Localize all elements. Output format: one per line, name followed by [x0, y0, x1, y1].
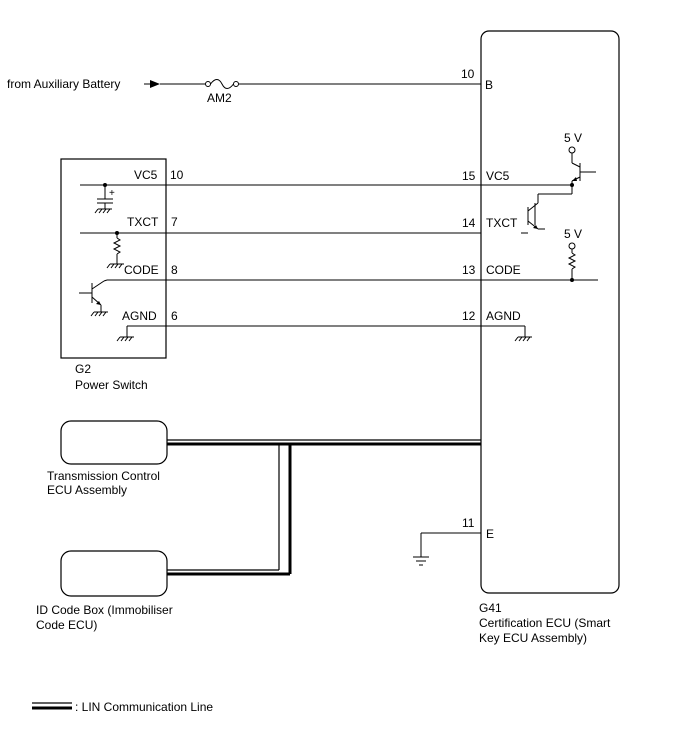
- legend-label: : LIN Communication Line: [75, 700, 213, 714]
- ground-icon: [413, 532, 481, 566]
- source-label: from Auxiliary Battery: [7, 77, 120, 91]
- power-switch-box: [60, 158, 167, 359]
- arrow-icon: [144, 80, 160, 88]
- g41-pin-11: 11: [462, 516, 475, 530]
- resistor-icon: [567, 242, 577, 282]
- g2-name: Power Switch: [75, 378, 148, 392]
- tcm-name-line1: Transmission Control: [47, 469, 160, 483]
- ground-icon: [116, 326, 134, 342]
- g41-pin-15: 15: [462, 169, 476, 183]
- g41-signal-agnd: AGND: [486, 309, 521, 323]
- fuse-icon: [205, 79, 239, 89]
- resistor-icon: [106, 231, 124, 269]
- ground-icon: [481, 325, 532, 342]
- g41-signal-txct: TXCT: [486, 216, 518, 230]
- g41-code: G41: [479, 601, 502, 615]
- g41-pin-14: 14: [462, 216, 476, 230]
- g41-signal-e: E: [486, 527, 494, 541]
- capacitor-icon: [94, 183, 113, 214]
- idbox-name-line1: ID Code Box (Immobiliser: [36, 603, 173, 617]
- g2-pin-10: 10: [170, 168, 184, 182]
- g2-signal-vc5: VC5: [134, 168, 158, 182]
- id-code-box: [60, 550, 168, 597]
- g2-signal-code: CODE: [124, 263, 159, 277]
- transmission-ecu-box: [60, 420, 168, 465]
- g41-pin-13: 13: [462, 263, 476, 277]
- g2-code: G2: [75, 362, 91, 376]
- g41-signal-vc5: VC5: [486, 169, 510, 183]
- supply-terminal-icon: [568, 146, 576, 163]
- lin-bus: [166, 439, 481, 576]
- g41-pin-12: 12: [462, 309, 476, 323]
- g2-signal-agnd: AGND: [122, 309, 157, 323]
- supply-5v-label-2: 5 V: [564, 227, 582, 241]
- g2-signal-txct: TXCT: [127, 215, 159, 229]
- supply-5v-label-1: 5 V: [564, 131, 582, 145]
- g41-signal-b: B: [485, 78, 493, 92]
- transistor-icon: [481, 162, 596, 187]
- g41-signal-code: CODE: [486, 263, 521, 277]
- tcm-name-line2: ECU Assembly: [47, 483, 127, 497]
- fuse-label: AM2: [207, 91, 232, 105]
- g41-name-line2: Key ECU Assembly): [479, 631, 587, 645]
- g2-pin-6: 6: [171, 309, 178, 323]
- legend-lin-line-icon: [32, 702, 72, 710]
- g41-name-line1: Certification ECU (Smart: [479, 616, 611, 630]
- transistor-icon: [79, 279, 108, 317]
- g2-pin-8: 8: [171, 263, 178, 277]
- g2-pin-7: 7: [171, 215, 178, 229]
- g41-pin-10: 10: [461, 67, 475, 81]
- transistor-icon: [521, 185, 573, 234]
- idbox-name-line2: Code ECU): [36, 618, 97, 632]
- capacitor-plus-label: +: [109, 188, 115, 199]
